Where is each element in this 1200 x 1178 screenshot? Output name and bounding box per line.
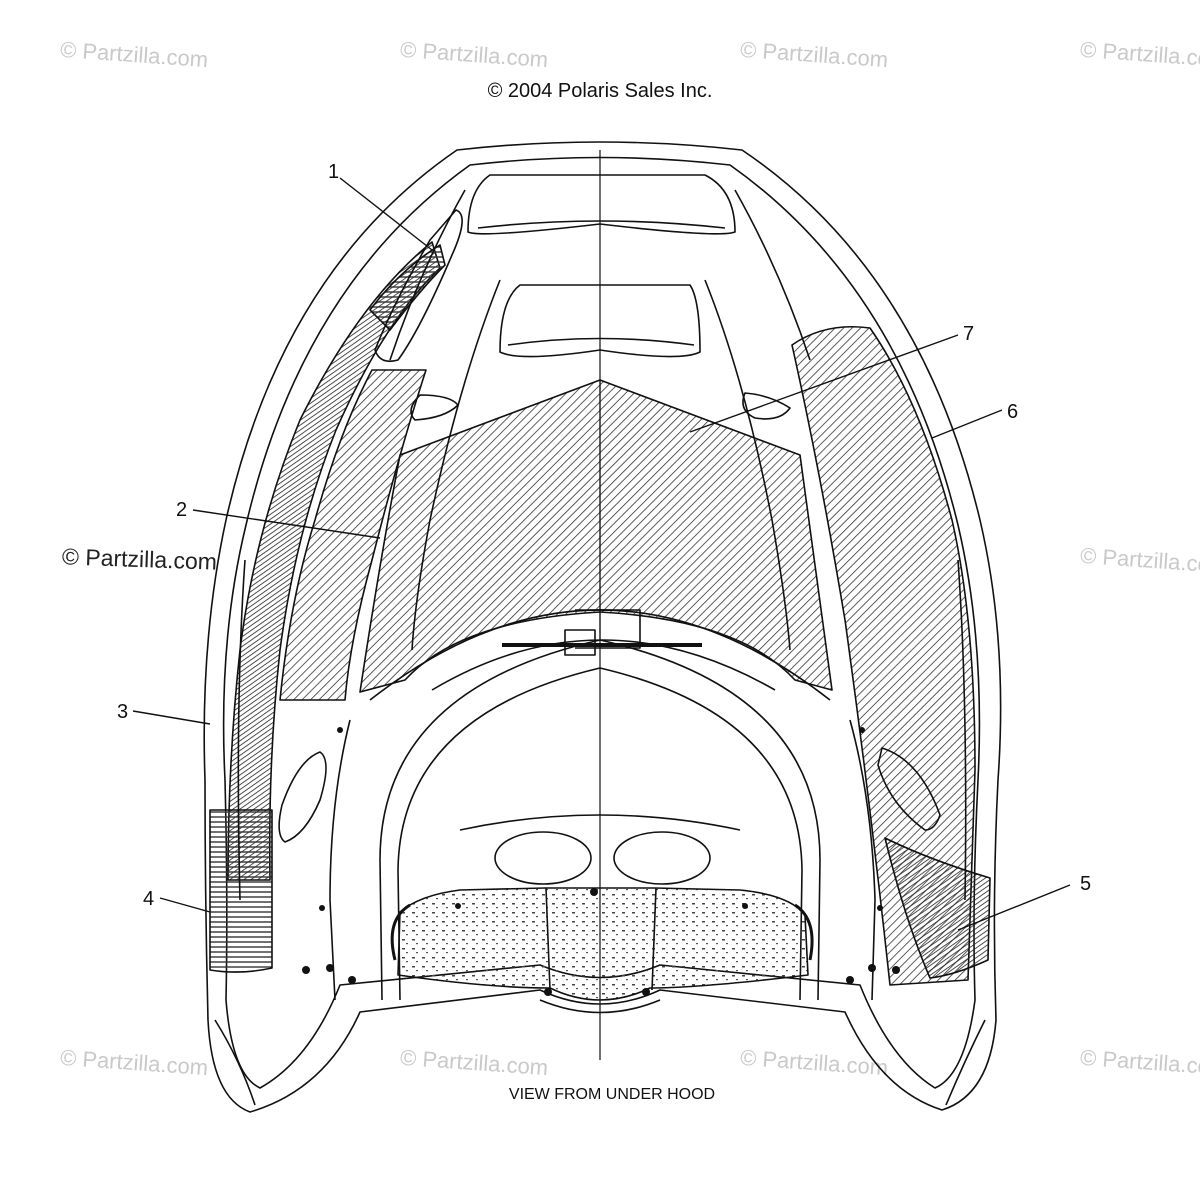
decal-right-side xyxy=(791,325,976,986)
hood-outline xyxy=(203,141,1002,1113)
decal-left-side xyxy=(279,369,427,701)
callout-1: 1 xyxy=(328,161,339,183)
right-headlight xyxy=(613,831,711,885)
left-headlight xyxy=(494,831,592,885)
left-side-vent xyxy=(374,209,463,363)
right-mid-vent xyxy=(742,392,791,420)
hood-inner-rim xyxy=(222,156,981,1089)
decal-center-chevron xyxy=(359,379,833,693)
decal-top-left xyxy=(369,244,446,331)
view-caption: VIEW FROM UNDER HOOD xyxy=(508,1086,716,1103)
callout-5: 5 xyxy=(1080,873,1091,895)
callout-labels: 1 2 3 4 5 6 7 xyxy=(117,161,1091,910)
callout-6: 6 xyxy=(1007,401,1018,423)
bottom-panel xyxy=(397,887,809,1001)
decal-right-lower xyxy=(884,837,991,979)
left-mid-vent xyxy=(410,394,459,421)
right-lower-vent xyxy=(877,747,941,831)
callout-2: 2 xyxy=(176,499,187,521)
left-lower-vent xyxy=(278,751,327,843)
callout-3: 3 xyxy=(117,701,128,723)
callout-4: 4 xyxy=(143,888,154,910)
callout-7: 7 xyxy=(963,323,974,345)
leader-lines xyxy=(132,177,1071,931)
bracket xyxy=(564,629,596,656)
fasteners xyxy=(302,727,900,996)
decal-left-lower xyxy=(209,809,273,973)
copyright-notice: © 2004 Polaris Sales Inc. xyxy=(487,80,713,102)
